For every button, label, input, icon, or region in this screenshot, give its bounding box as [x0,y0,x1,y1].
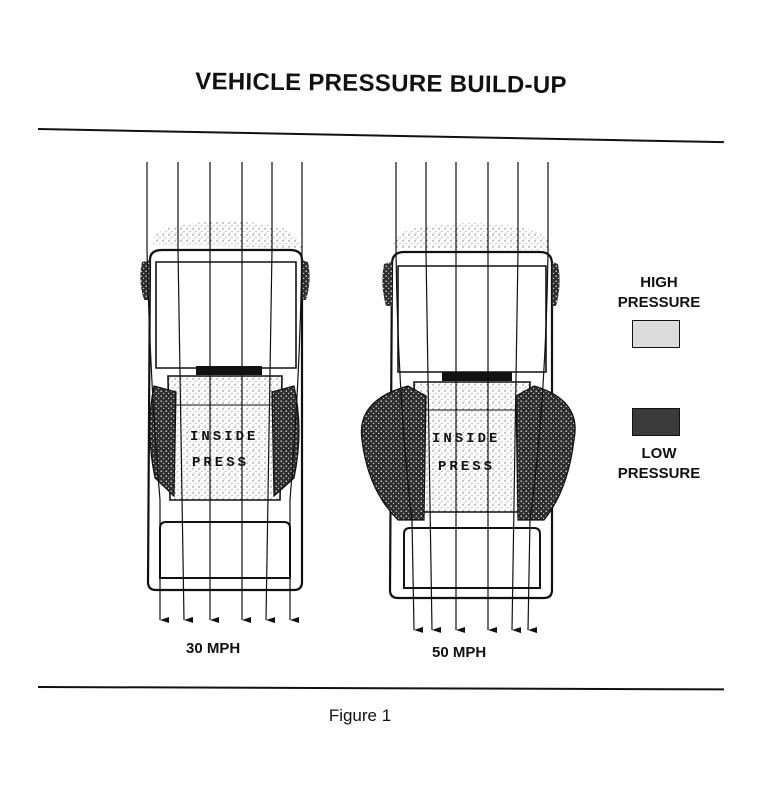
legend-high-pressure-label: HIGH PRESSURE [617,274,701,311]
airflow-lines-30 [146,162,303,624]
inside-press-label-30-line2: PRESS [192,455,249,471]
speed-label-50: 50 MPH [432,644,487,661]
inside-press-label-50-line2: PRESS [438,459,495,475]
inside-press-label-30-line1: INSIDE [190,429,258,445]
vehicle-body-30 [146,248,304,592]
high-pressure-zone-30 [150,221,302,248]
airflow-lines-50 [395,162,549,634]
vehicle-30-mph: INSIDE PRESS [140,162,310,624]
legend-high-pressure-swatch [632,320,680,348]
vehicle-50-mph: INSIDE PRESS [360,162,576,634]
legend-low-pressure-label: LOW PRESSURE [617,445,701,482]
high-pressure-zone-50 [392,223,552,250]
low-pressure-right-50 [515,385,576,521]
speed-label-30: 30 MPH [186,640,241,657]
vehicle-body-50 [388,250,554,600]
figure-caption: Figure 1 [328,706,392,725]
inside-press-label-50-line1: INSIDE [432,431,500,447]
low-pressure-left-50 [360,385,427,521]
low-pressure-left-30 [149,385,177,498]
cabin-50 [413,381,531,513]
legend-low-pressure-swatch [632,408,680,436]
